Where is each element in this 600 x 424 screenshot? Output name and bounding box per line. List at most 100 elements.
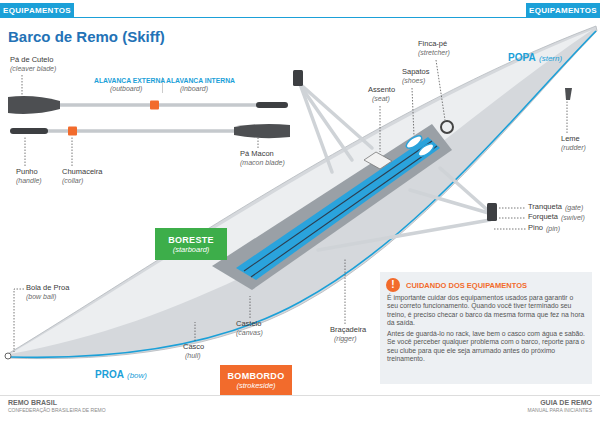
part-translation: (handle) (16, 177, 42, 185)
leader-line (25, 136, 26, 166)
warning-icon: ! (386, 278, 400, 292)
leader-line (567, 101, 568, 133)
leader-line (380, 106, 381, 152)
rudder (565, 88, 572, 100)
side-name: BOMBORDO (228, 371, 285, 381)
part-name: Chumaceira (62, 168, 102, 177)
leader-line (250, 296, 251, 318)
callout-heading: CUIDANDO DOS EQUIPAMENTOS (406, 281, 585, 290)
part-translation: (rudder) (561, 144, 586, 152)
riggers (300, 84, 492, 250)
end-translation: (bow) (127, 371, 147, 380)
part-name: Castelo (236, 320, 261, 329)
part-name: Assento (368, 86, 395, 95)
part-name: Tranqueta (528, 203, 562, 212)
side-label-box: BOMBORDO(strokeside) (220, 365, 292, 395)
seat (364, 152, 392, 169)
leader-line (436, 60, 445, 120)
oarlock-gate (487, 203, 497, 221)
end-name: PROA (95, 369, 124, 381)
part-translation: (cleaver blade) (10, 65, 56, 73)
part-name: Forqueta (528, 213, 558, 222)
leader-line (72, 137, 73, 166)
part-translation: (collar) (62, 177, 83, 185)
part-name: Pino (528, 224, 543, 233)
footer-brand: REMO BRASIL (8, 399, 57, 407)
care-callout: CUIDANDO DOS EQUIPAMENTOS É importante cu… (380, 272, 592, 384)
part-translation: (gate) (565, 204, 583, 212)
leader-line (499, 218, 526, 219)
leader-line (412, 88, 414, 136)
footer-subtitle: MANUAL PARA INICIANTES (528, 408, 592, 414)
part-name: Punho (16, 168, 38, 177)
oarlock-gate (293, 70, 303, 86)
part-translation: (rigger) (334, 335, 357, 343)
part-translation: (outboard) (110, 85, 142, 93)
part-translation: (pin) (546, 225, 560, 233)
cleaver-oar (8, 77, 288, 114)
hull-stripe (10, 31, 596, 357)
part-translation: (bow ball) (26, 293, 56, 301)
diagram-title: Barco de Remo (Skiff) (8, 28, 165, 45)
tab-text: EQUIPAMENTOS (3, 6, 71, 15)
footer-subtitle: CONFEDERAÇÃO BRASILEIRA DE REMO (8, 408, 106, 414)
part-name: Sapatos (402, 68, 430, 77)
part-translation: (shoes) (402, 77, 425, 85)
tab-text: EQUIPAMENTOS (529, 6, 597, 15)
footer-rule (0, 395, 600, 396)
oar-handle (10, 128, 48, 134)
part-name: Finca-pé (418, 40, 447, 49)
warning-mark: ! (386, 278, 400, 292)
part-translation: (canvas) (236, 329, 263, 337)
side-translation: (strokeside) (236, 381, 275, 390)
slide-track (236, 137, 440, 280)
leader-line (494, 229, 526, 230)
end-translation: (stern) (539, 54, 562, 63)
footer-brand: GUIA DE REMO (540, 399, 592, 407)
lever-name: ALAVANCA INTERNA (166, 77, 235, 85)
part-name: Braçadeira (330, 326, 366, 335)
part-name: Bola de Proa (26, 284, 69, 293)
cleaver-blade (8, 96, 60, 114)
hull-body (6, 26, 597, 359)
oar-collar (150, 101, 159, 110)
part-translation: (hull) (185, 352, 201, 360)
side-translation: (starboard) (173, 245, 210, 254)
part-translation: (seat) (372, 95, 390, 103)
rigger-arm (318, 220, 490, 250)
skiff-hull (5, 26, 597, 359)
rigger-arm (302, 88, 352, 160)
shoe (416, 142, 435, 159)
part-translation: (swivel) (561, 214, 585, 222)
side-label-box: BORESTE(starboard) (155, 228, 227, 260)
section-tab: EQUIPAMENTOS (526, 3, 600, 17)
bow-ball (5, 353, 11, 359)
callout-body: Antes de guardá-lo no rack, lave bem o c… (387, 330, 585, 363)
leader-line (499, 208, 526, 209)
macon-oar (10, 124, 290, 138)
shoe (404, 134, 423, 151)
callout-body: É importante cuidar dos equipamentos usa… (387, 294, 585, 327)
part-name: Pá Macon (240, 150, 274, 159)
side-name: BORESTE (168, 235, 214, 245)
oar-collar (68, 127, 77, 136)
end-name: POPA (508, 52, 536, 64)
canvas-deck (10, 30, 592, 354)
leader-line (345, 258, 346, 324)
part-translation: (stretcher) (418, 49, 450, 57)
part-translation: (macon blade) (240, 159, 285, 167)
stretcher-wheel (441, 121, 453, 133)
leader-line (195, 322, 196, 341)
part-translation: (inboard) (180, 85, 208, 93)
rigger-arm (440, 168, 492, 214)
section-tab: EQUIPAMENTOS (0, 3, 74, 17)
header-rule (0, 17, 600, 18)
lever-name: ALAVANCA EXTERNA (94, 77, 165, 85)
oar-handle (256, 102, 288, 108)
cockpit (212, 124, 452, 290)
part-name: Casco (183, 343, 204, 352)
part-name: Leme (561, 135, 580, 144)
icon-circle-fill (386, 278, 400, 292)
macon-blade (234, 124, 290, 138)
